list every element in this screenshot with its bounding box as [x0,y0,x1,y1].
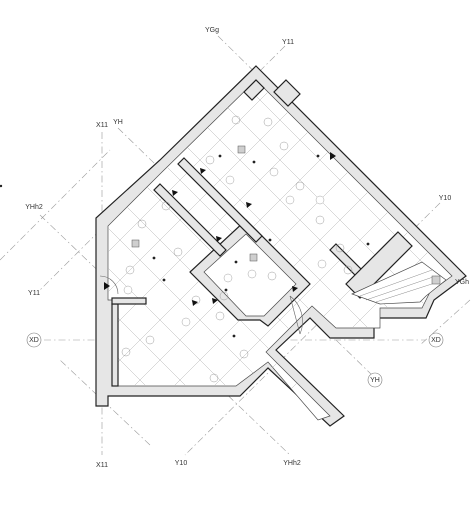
grid-bubble-y10-right: Y10 [439,195,452,202]
walls [95,65,467,427]
downlight [121,347,131,357]
right-partition-2 [345,231,413,299]
grid-bubble-yh-bottom: YH [367,372,383,388]
fixture-dots [152,154,370,338]
service-area [351,261,447,305]
downlight [279,141,289,151]
downlight [205,155,215,165]
service-fixture [431,275,441,285]
svg-text:Y10: Y10 [175,460,188,467]
edge-mark [0,184,3,188]
svg-text:YHh2: YHh2 [283,460,301,467]
grid-bubble-x11-bottom: X11 [96,462,108,469]
downlight [209,373,219,383]
special-fixtures [131,145,258,262]
grid-bubble-y11-top: Y11 [282,39,294,46]
corridor-wall-lower [153,183,227,257]
svg-text:X11: X11 [96,122,108,129]
top-notch [243,79,265,101]
downlight [267,271,277,281]
grid-bubble-ygg: YGg [205,27,219,34]
floor-area [107,79,453,421]
grid-bubble-y11-left: Y11 [28,290,40,297]
downlight [263,117,273,127]
downlight [125,265,135,275]
grid-bubble-xd-right: XD [428,332,444,348]
grid-bubble-y10-bottom: Y10 [175,460,188,467]
svg-text:Y11: Y11 [28,290,40,297]
diffuser [131,239,140,248]
downlight [335,243,345,253]
downlight [231,115,241,125]
doors [99,275,303,335]
service-floor [351,261,447,305]
left-partition-cap [111,297,147,305]
downlight [161,201,171,211]
svg-text:XD: XD [29,337,39,344]
grid-bubble-yhh2-left: YHh2 [25,204,43,211]
direction-markers [104,152,336,306]
svg-text:XD: XD [431,337,441,344]
downlight [215,311,225,321]
grid-bubble-yhh2-bottom: YHh2 [283,460,301,467]
svg-text:YH: YH [370,377,380,384]
corridor-wall-upper [177,157,263,243]
grid-line-misc-1 [0,149,111,261]
svg-text:YGg: YGg [205,27,219,34]
downlight [173,247,183,257]
svg-text:YHh2: YHh2 [25,204,43,211]
downlight [295,181,305,191]
svg-text:YGh: YGh [455,279,469,286]
grid-bubble-ygh-right: YGh [455,279,469,286]
downlight [239,349,249,359]
svg-text:X11: X11 [96,462,108,469]
grid-bubble-yh-top: YH [113,119,123,126]
grid-line-misc-3 [419,299,471,346]
door-swing [289,295,303,335]
grid-bubble-xd-left: XD [26,332,42,348]
diffuser [249,253,258,262]
downlight [343,265,353,275]
svg-text:Y11: Y11 [282,39,294,46]
light-fixtures [121,115,353,383]
downlight [137,219,147,229]
svg-text:Y10: Y10 [439,195,452,202]
svg-text:YH: YH [113,119,123,126]
fixture-tags [123,167,327,327]
grid-bubble-x11-top: X11 [96,122,108,129]
diffuser [237,145,246,154]
top-jog [273,79,301,107]
left-partition [111,303,119,387]
door-swing [99,275,119,295]
downlight [219,291,229,301]
downlight [145,335,155,345]
downlight [315,215,325,225]
